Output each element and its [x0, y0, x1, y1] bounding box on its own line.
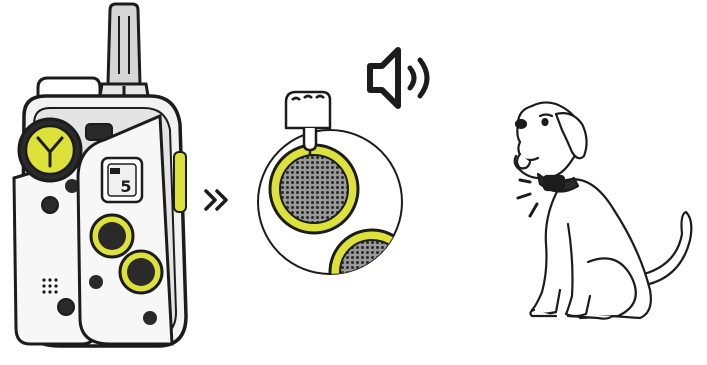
small-round-button[interactable]: [65, 179, 79, 193]
mode-dial-icon[interactable]: [17, 117, 83, 183]
dog-with-collar-icon: [513, 101, 693, 320]
speaker-sound-icon: [367, 47, 430, 109]
left-lower-button[interactable]: [57, 298, 75, 316]
right-small-button-1[interactable]: [89, 275, 103, 289]
double-chevron-right-icon: [204, 189, 228, 211]
remote-transmitter-icon: 5: [12, 2, 188, 348]
collar-receiver: [542, 174, 566, 192]
zoom-tone-button: [268, 143, 360, 235]
right-small-button-2[interactable]: [143, 311, 157, 325]
lcd-display: 5: [100, 156, 144, 204]
lcd-readout: 5: [120, 177, 131, 196]
speaker-grille: [42, 278, 58, 294]
tone-button-lower[interactable]: [118, 249, 164, 295]
button-press-zoom: [257, 90, 403, 275]
top-small-button[interactable]: [85, 123, 113, 141]
tone-button-upper[interactable]: [89, 213, 135, 259]
left-upper-button[interactable]: [41, 196, 59, 214]
side-accent-strip: [173, 151, 187, 213]
button-press-finger-icon: [284, 90, 332, 156]
belt-clip: [36, 76, 102, 108]
antenna: [96, 2, 152, 110]
